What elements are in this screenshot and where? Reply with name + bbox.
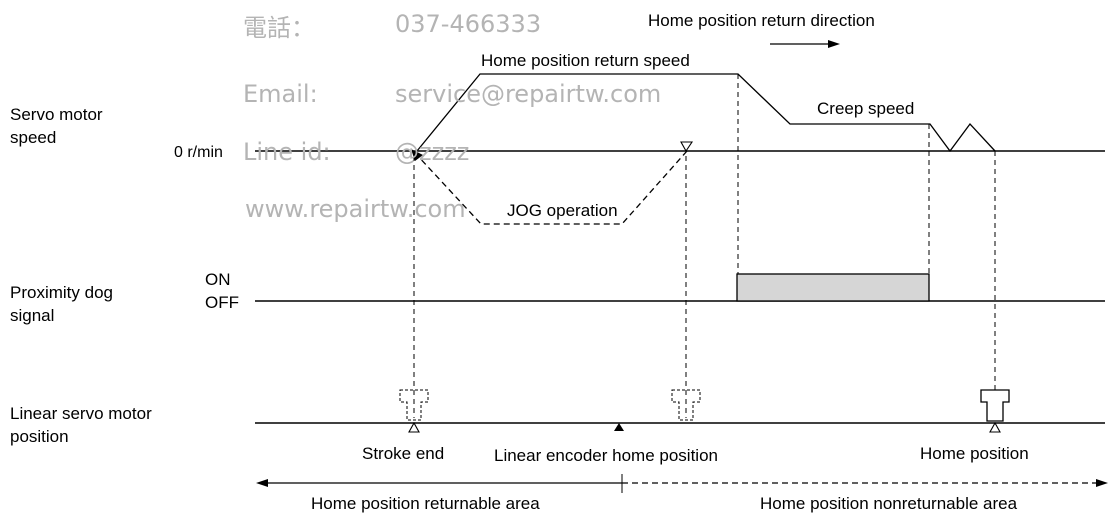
jog-end-carriage	[671, 389, 701, 421]
proximity-dog-label-1: Proximity dog	[10, 283, 113, 302]
zero-speed-label: 0 r/min	[174, 144, 223, 161]
nonreturnable-area-label: Home position nonreturnable area	[760, 494, 1018, 513]
servo-motor-speed-label-1: Servo motor	[10, 105, 103, 124]
watermark-line-label: Line id:	[243, 138, 331, 166]
proximity-dog-label-2: signal	[10, 306, 55, 325]
direction-arrowhead	[828, 40, 840, 48]
guide-lines	[413, 74, 996, 418]
creep-speed-label: Creep speed	[817, 99, 915, 118]
stroke-end-marker	[408, 421, 420, 433]
off-label: OFF	[205, 293, 239, 312]
home-position-marker	[989, 421, 1001, 433]
return-direction-label: Home position return direction	[648, 11, 875, 30]
proximity-dog-pulse	[736, 273, 930, 302]
watermark-line-value: @zzzz	[395, 138, 470, 166]
encoder-home-marker	[614, 423, 624, 431]
watermark-email-value: service@repairtw.com	[395, 80, 662, 108]
watermark-email-label: Email:	[243, 80, 318, 108]
linear-servo-position-label-2: position	[10, 427, 69, 446]
stroke-end-label: Stroke end	[362, 444, 445, 463]
return-speed-label: Home position return speed	[481, 51, 690, 70]
encoder-home-label: Linear encoder home position	[494, 446, 718, 465]
home-position-label: Home position	[920, 444, 1029, 463]
jog-operation-label: JOG operation	[507, 200, 618, 221]
linear-servo-position-label-1: Linear servo motor	[10, 404, 152, 423]
watermark-website: www.repairtw.com	[245, 195, 466, 223]
nonreturnable-area-arrowhead	[1096, 479, 1108, 487]
returnable-area-arrowhead	[256, 479, 268, 487]
returnable-area-label: Home position returnable area	[311, 494, 540, 513]
jog-start-marker	[680, 141, 694, 153]
stroke-end-carriage	[399, 389, 429, 421]
speed-profile	[416, 73, 996, 153]
watermark-phone-value: 037-466333	[395, 10, 542, 38]
home-carriage	[980, 389, 1010, 422]
on-label: ON	[205, 270, 231, 289]
watermark-phone-label: 電話：	[243, 14, 315, 42]
servo-motor-speed-label-2: speed	[10, 128, 57, 147]
